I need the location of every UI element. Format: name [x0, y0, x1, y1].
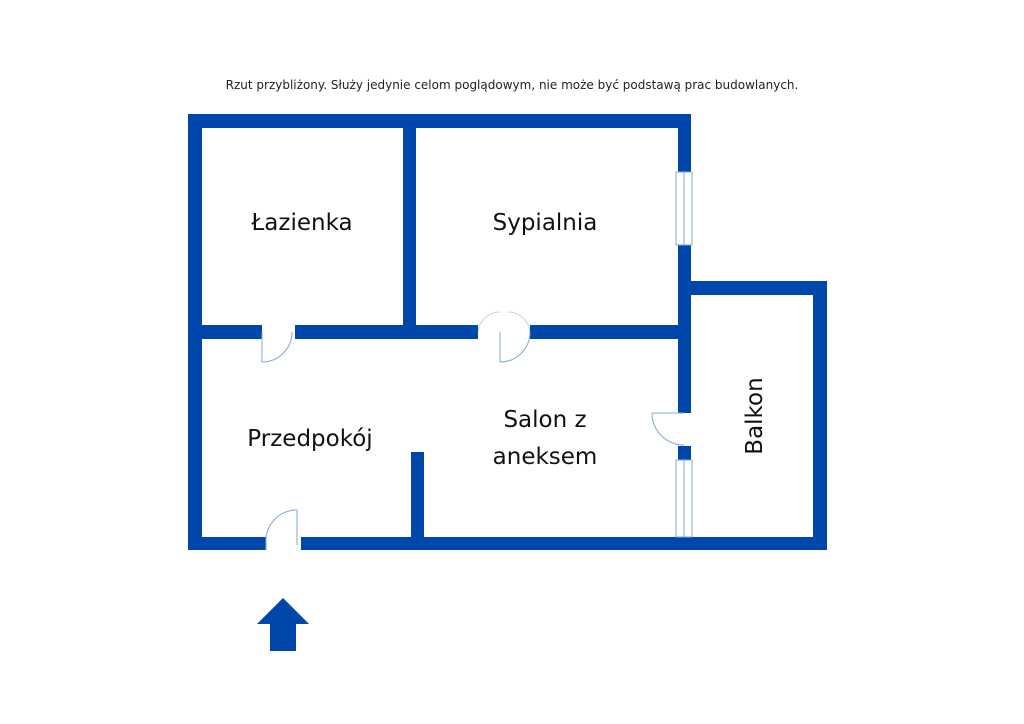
room-label-bedroom: Sypialnia — [493, 210, 598, 236]
wall-middle-1 — [188, 325, 262, 339]
doors — [261, 311, 685, 550]
walls — [188, 114, 827, 550]
door-bedroom — [477, 311, 531, 363]
wall-bathroom-bedroom — [403, 114, 416, 339]
room-label-living-line1: Salon z — [503, 407, 586, 433]
wall-balcony-top — [678, 281, 827, 295]
windows — [675, 171, 693, 538]
disclaimer-text: Rzut przybliżony. Służy jedynie celom po… — [225, 78, 799, 92]
wall-right-upper — [678, 114, 691, 172]
up-arrow-icon — [257, 598, 309, 651]
room-label-living-line2: aneksem — [493, 444, 598, 470]
room-labels: Łazienka Sypialnia Przedpokój Salon z an… — [247, 210, 768, 470]
wall-stub-hallway — [411, 452, 424, 550]
wall-balcony-right — [813, 281, 827, 550]
door-balcony — [651, 412, 685, 446]
window-living — [675, 459, 693, 538]
room-label-bathroom: Łazienka — [250, 210, 352, 236]
wall-middle-3 — [530, 325, 691, 339]
wall-bottom-right — [301, 537, 827, 550]
window-bedroom — [675, 171, 693, 246]
wall-bottom-left — [188, 537, 266, 550]
room-label-hallway: Przedpokój — [247, 426, 372, 452]
door-bathroom — [261, 331, 293, 363]
wall-middle-2 — [295, 325, 478, 339]
wall-right-lower — [678, 446, 691, 460]
wall-right-middle — [678, 245, 691, 413]
door-entrance — [265, 509, 298, 550]
room-label-balcony: Balkon — [742, 377, 768, 454]
wall-top — [188, 114, 691, 128]
